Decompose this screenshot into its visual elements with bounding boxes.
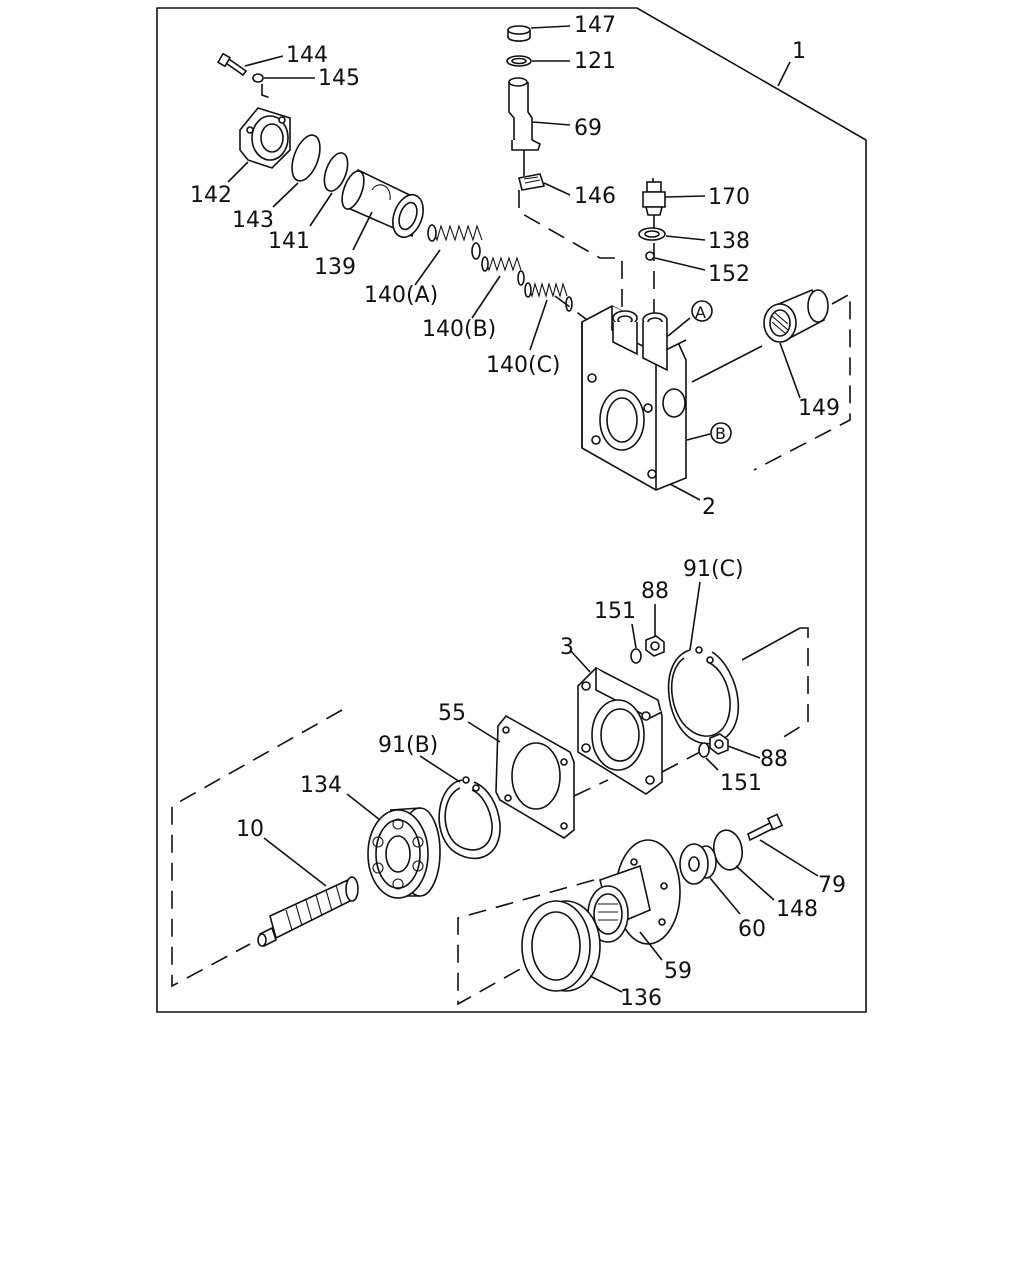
- label-136: 136: [620, 986, 662, 1011]
- label-141: 141: [268, 229, 310, 254]
- label-140a: 140(A): [364, 283, 438, 308]
- label-2: 2: [702, 495, 716, 520]
- part-10-shaft: [257, 876, 359, 948]
- part-147-cap: [507, 25, 531, 42]
- part-144-bolt: [216, 52, 248, 77]
- label-91c: 91(C): [683, 557, 744, 582]
- part-152-ball: [645, 251, 655, 261]
- label-149: 149: [798, 396, 840, 421]
- part-88-nut-bottom: [709, 733, 729, 755]
- part-labels: 147 121 69 146 170 138 152 1 144 145 142…: [190, 13, 846, 1011]
- label-10: 10: [236, 817, 264, 842]
- part-91c-snap-ring: [667, 646, 739, 745]
- part-138-washer: [638, 227, 666, 241]
- part-2-housing: [581, 305, 687, 491]
- label-121: 121: [574, 49, 616, 74]
- part-3-flange: [577, 667, 663, 795]
- part-145-washer: [252, 73, 264, 83]
- label-142: 142: [190, 183, 232, 208]
- part-55-gasket: [495, 714, 575, 839]
- part-88-nut-top: [645, 635, 665, 657]
- label-151-bottom: 151: [720, 771, 762, 796]
- reference-b-circle: [710, 422, 732, 444]
- part-121-ring: [506, 55, 532, 67]
- label-146: 146: [574, 184, 616, 209]
- label-69: 69: [574, 116, 602, 141]
- part-170-sensor: [642, 178, 666, 216]
- label-151-top: 151: [594, 599, 636, 624]
- label-147: 147: [574, 13, 616, 38]
- part-69-plunger: [508, 77, 541, 176]
- label-59: 59: [664, 959, 692, 984]
- label-88-bottom: 88: [760, 747, 788, 772]
- part-79-bolt: [747, 813, 784, 842]
- label-55: 55: [438, 701, 466, 726]
- label-a: A: [695, 303, 706, 322]
- part-146-spring-seat: [518, 173, 546, 191]
- assembly-frame: [156, 7, 867, 1013]
- label-143: 143: [232, 208, 274, 233]
- label-140c: 140(C): [486, 353, 561, 378]
- part-60-plug: [679, 843, 717, 885]
- reference-a-circle: [691, 300, 713, 322]
- part-139-sleeve: [341, 168, 424, 239]
- label-b: B: [715, 424, 726, 443]
- label-134: 134: [300, 773, 342, 798]
- part-151-washer-bottom: [698, 742, 710, 758]
- part-59-companion-flange: [587, 839, 681, 945]
- label-3: 3: [560, 635, 574, 660]
- label-139: 139: [314, 255, 356, 280]
- label-1: 1: [792, 39, 806, 64]
- label-60: 60: [738, 917, 766, 942]
- label-88-top: 88: [641, 579, 669, 604]
- part-141-oring: [323, 152, 349, 192]
- part-151-washer-top: [630, 648, 642, 664]
- label-145: 145: [318, 66, 360, 91]
- part-149-bearing: [763, 288, 829, 343]
- label-91b: 91(B): [378, 733, 438, 758]
- label-79: 79: [818, 873, 846, 898]
- part-140a-spring: [427, 224, 483, 260]
- part-140b-spring: [481, 256, 525, 286]
- label-138: 138: [708, 229, 750, 254]
- part-136-oil-seal: [521, 900, 601, 992]
- label-170: 170: [708, 185, 750, 210]
- part-140c-spring: [524, 282, 573, 312]
- part-142-cover: [239, 107, 291, 169]
- label-140b: 140(B): [422, 317, 496, 342]
- part-134-ball-bearing: [367, 807, 441, 899]
- part-143-oring: [291, 134, 321, 182]
- label-148: 148: [776, 897, 818, 922]
- label-144: 144: [286, 43, 328, 68]
- part-91b-snap-ring: [438, 776, 501, 860]
- label-152: 152: [708, 262, 750, 287]
